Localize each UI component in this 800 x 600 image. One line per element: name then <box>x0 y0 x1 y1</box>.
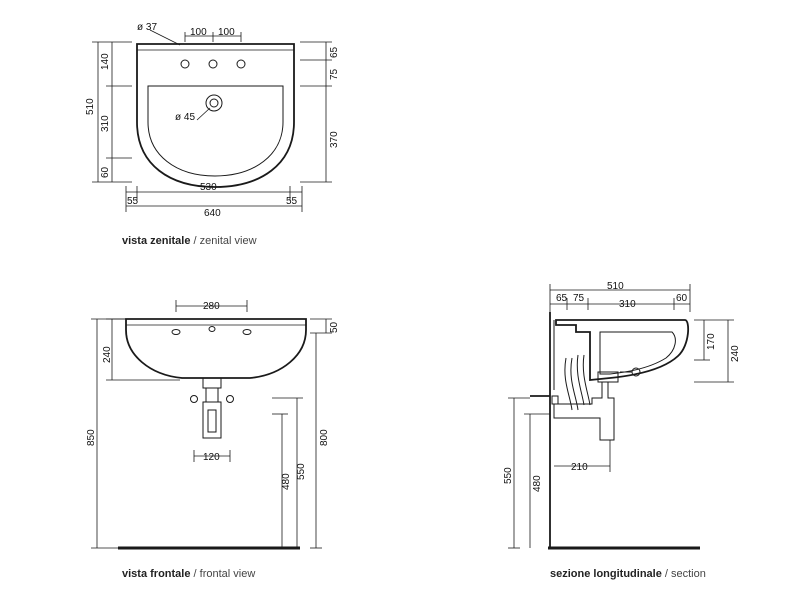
dim-hole-dia: ø 37 <box>137 22 157 33</box>
dim-right-240: 240 <box>730 345 741 362</box>
dim-right-170: 170 <box>706 333 717 350</box>
front-pipe-right <box>226 395 234 403</box>
section-supply-pipe-1 <box>564 357 573 411</box>
dim-margin-left: 55 <box>127 196 139 207</box>
dim-right-bottom: 370 <box>329 131 340 148</box>
dim-right-top: 65 <box>329 46 340 58</box>
section-basin-outline <box>555 319 690 381</box>
front-hole-right <box>242 329 252 335</box>
section-view: 510 65 75 310 60 170 240 550 480 210 sez… <box>503 281 741 580</box>
dim-width-total: 640 <box>204 208 221 219</box>
dim-height-480: 480 <box>281 473 292 490</box>
front-view-caption: vista frontale / frontal view <box>122 568 255 580</box>
dim-depth-back: 140 <box>100 53 111 70</box>
dim-section-depth-total: 510 <box>607 281 624 292</box>
dim-seg-60: 60 <box>676 293 688 304</box>
front-trap-inner <box>207 409 217 433</box>
tap-hole-left <box>180 59 190 69</box>
front-hole-left <box>171 329 181 335</box>
top-view-caption: vista zenitale / zenital view <box>122 235 257 247</box>
section-trap <box>553 382 615 441</box>
dim-hole-spacing-1: 100 <box>190 27 207 38</box>
dim-height-800: 800 <box>319 429 330 446</box>
front-pipe-left <box>190 395 198 403</box>
dim-section-480: 480 <box>532 475 543 492</box>
dim-depth-total: 510 <box>85 98 96 115</box>
top-basin-outline <box>136 43 295 188</box>
dim-seg-65: 65 <box>556 293 568 304</box>
dim-height-total: 850 <box>86 429 97 446</box>
dim-pipe-spacing: 120 <box>203 452 220 463</box>
section-supply-pipe-2 <box>576 354 585 406</box>
dim-depth-mid: 310 <box>100 115 111 132</box>
front-view: 280 240 850 50 800 550 480 120 <box>86 300 340 580</box>
dim-seg-310: 310 <box>619 299 636 310</box>
dim-rim: 50 <box>329 321 340 333</box>
dim-section-550: 550 <box>503 467 514 484</box>
dim-height-basin: 240 <box>102 346 113 363</box>
top-basin-bowl <box>147 85 284 177</box>
dim-height-550: 550 <box>296 463 307 480</box>
front-hole-center <box>208 326 216 332</box>
front-waste-top <box>202 377 222 389</box>
front-waste-pipe <box>205 387 219 403</box>
dim-seg-75: 75 <box>573 293 585 304</box>
dim-depth-front: 60 <box>100 166 111 178</box>
dim-trap-210: 210 <box>571 462 588 473</box>
front-basin-outline <box>125 318 307 379</box>
dim-drain-dia: ø 45 <box>175 112 195 123</box>
drain-inner <box>209 98 219 108</box>
dim-margin-right: 55 <box>286 196 298 207</box>
dim-width-inner: 530 <box>200 182 217 193</box>
section-view-caption: sezione longitudinale / section <box>550 568 706 580</box>
tap-hole-center <box>208 59 218 69</box>
dim-hole-spacing-2: 100 <box>218 27 235 38</box>
front-trap <box>202 401 222 439</box>
tap-hole-right <box>236 59 246 69</box>
top-view: ø 37 100 100 ø 45 510 140 310 60 65 75 3… <box>85 22 340 247</box>
dim-right-mid: 75 <box>329 68 340 80</box>
dim-width-top: 280 <box>203 301 220 312</box>
drain-outer <box>205 94 223 112</box>
